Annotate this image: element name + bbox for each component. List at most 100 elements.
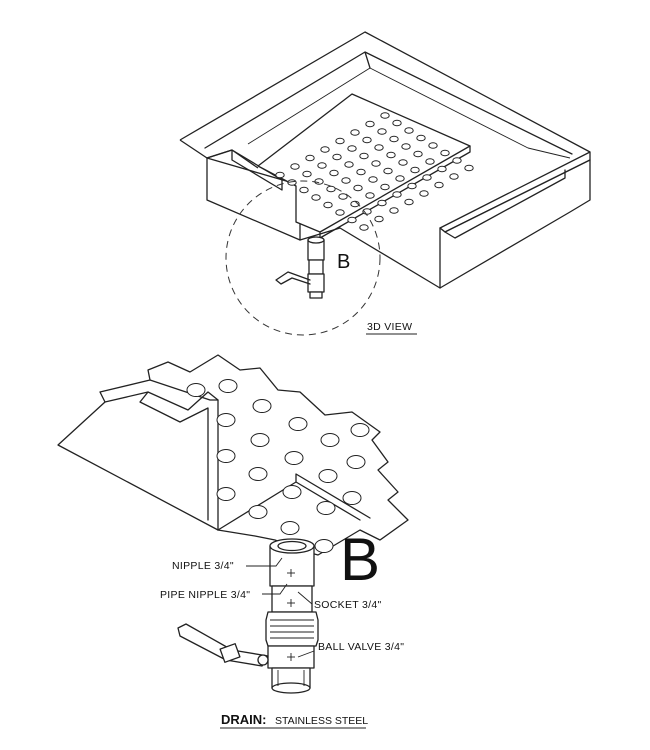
label-ball-valve: BALL VALVE 3/4" [318, 641, 404, 653]
small-valve [307, 273, 325, 293]
perforation-hole [350, 129, 360, 136]
detail-pipe-nipple [271, 585, 313, 613]
perforation-hole [332, 153, 342, 161]
perforation-hole [440, 149, 450, 157]
perforation-hole [353, 184, 363, 192]
perforation-hole [316, 501, 336, 515]
perforation-hole [410, 166, 420, 174]
perforation-hole [248, 467, 268, 481]
leader-ball-valve [297, 650, 315, 658]
perforation-hole [346, 455, 366, 469]
perforation-hole [311, 194, 321, 201]
perforation-hole [395, 175, 405, 182]
perforation-hole [216, 449, 236, 463]
title-prefix: DRAIN: [221, 712, 267, 727]
perforation-hole [329, 169, 339, 177]
perforation-hole [374, 215, 384, 223]
perforation-hole [320, 146, 330, 153]
label-pipe-nipple: PIPE NIPPLE 3/4" [160, 589, 250, 601]
perforation-hole [392, 119, 402, 127]
perforation-hole [290, 163, 300, 170]
perforation-hole [275, 171, 285, 179]
perforation-hole [428, 142, 438, 149]
tray-cut-right [444, 169, 566, 239]
perforation-hole [392, 191, 402, 198]
perforation-hole [419, 190, 429, 197]
perforation-hole [356, 168, 366, 176]
perforation-hole [365, 120, 375, 128]
detail-plate-holes [186, 379, 370, 553]
perforation-hole [377, 199, 387, 207]
perforation-hole [416, 134, 426, 142]
perforation-hole [347, 145, 357, 152]
perforation-hole [288, 417, 308, 431]
tray-right-wall [439, 159, 591, 289]
perforation-hole [250, 433, 270, 447]
perforation-hole [350, 423, 370, 437]
detail-nipple [269, 538, 315, 587]
perforation-hole [280, 521, 300, 535]
perforation-hole [335, 209, 345, 216]
small-valve-handle [275, 271, 311, 285]
perforation-hole [407, 182, 417, 190]
detail-callout-circle [225, 180, 381, 336]
perforation-hole [434, 181, 444, 189]
perforation-hole [186, 383, 206, 397]
perforation-hole [380, 183, 390, 191]
detail-valve-handle [177, 623, 269, 667]
perforation-hole [252, 399, 272, 413]
perforation-hole [284, 451, 304, 465]
label-nipple: NIPPLE 3/4" [172, 560, 234, 572]
detail-wall-top [104, 379, 219, 403]
perforation-hole [216, 413, 236, 427]
perforation-hole [282, 485, 302, 499]
perforation-hole [425, 158, 435, 165]
perforation-hole [318, 469, 338, 483]
detail-title: DRAIN: STAINLESS STEEL [221, 711, 368, 728]
label-socket: SOCKET 3/4" [314, 599, 382, 611]
leader-nipple [246, 557, 283, 567]
perforation-hole [347, 216, 357, 224]
drain-assembly-small [275, 236, 325, 299]
perforation-hole [314, 178, 324, 185]
perforation-hole [404, 198, 414, 206]
perforation-hole [404, 127, 414, 134]
perforation-hole [389, 135, 399, 143]
perforation-hole [305, 154, 315, 162]
perforation-hole [368, 176, 378, 183]
tray-base-line [299, 227, 441, 289]
perforation-hole [320, 433, 340, 447]
perforation-hole [377, 128, 387, 135]
detail-ball-valve [265, 611, 319, 694]
perforation-hole [371, 160, 381, 167]
perforation-hole [299, 186, 309, 194]
perforation-hole [383, 167, 393, 175]
perforation-hole [413, 150, 423, 158]
perforation-hole [248, 505, 268, 519]
leader-pipe-nipple [262, 583, 288, 595]
perforation-hole [437, 165, 447, 173]
perforation-hole [374, 144, 384, 151]
title-material: STAINLESS STEEL [275, 715, 368, 727]
perforation-hole [386, 151, 396, 159]
perforation-hole [344, 161, 354, 168]
perforation-hole [326, 185, 336, 193]
tray-3d-view: B 3D VIEW [179, 31, 591, 336]
perforation-hole [216, 487, 236, 501]
perforation-hole [398, 159, 408, 166]
perforation-hole [365, 192, 375, 199]
perforation-hole [401, 143, 411, 150]
leader-socket [297, 591, 313, 605]
perforation-hole [314, 539, 334, 553]
view-caption: 3D VIEW [367, 321, 412, 333]
perforation-hole [335, 137, 345, 145]
detail-plate-edge [217, 473, 371, 531]
detail-valve-nut [257, 654, 269, 666]
perforation-hole [362, 136, 372, 144]
callout-letter-detail: B [340, 526, 380, 593]
tray-inner-rim [204, 51, 573, 155]
perforation-hole [359, 152, 369, 160]
perforation-hole [359, 224, 369, 231]
perforation-hole [218, 379, 238, 393]
